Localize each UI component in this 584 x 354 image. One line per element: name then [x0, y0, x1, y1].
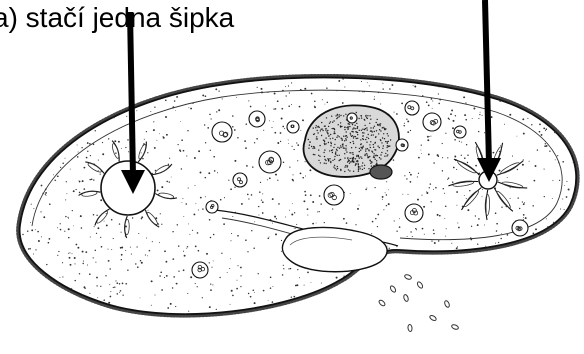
micronucleus — [370, 165, 392, 179]
expelled-particles — [378, 274, 459, 332]
